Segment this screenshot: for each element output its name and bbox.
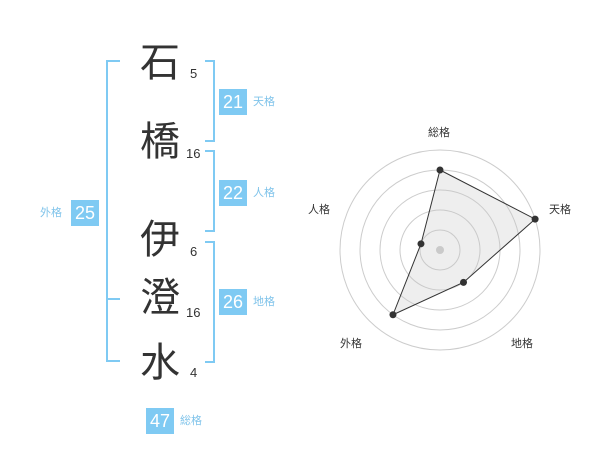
name-char-1: 石 bbox=[140, 40, 180, 86]
radar-label-soukaku: 総格 bbox=[428, 126, 450, 139]
radar-point-0 bbox=[436, 166, 444, 174]
tenkaku-label: 天格 bbox=[253, 95, 275, 108]
gaikaku-label: 外格 bbox=[40, 206, 62, 219]
radar-point-3 bbox=[389, 311, 397, 319]
name-char-3: 伊 bbox=[140, 217, 180, 263]
jinkaku-value: 22 bbox=[219, 180, 247, 206]
tenkaku-bracket bbox=[205, 60, 215, 142]
chikaku-label: 地格 bbox=[253, 295, 275, 308]
radar-grid-ring bbox=[399, 209, 481, 291]
jinkaku-label: 人格 bbox=[253, 186, 275, 199]
radar-label-gaikaku: 外格 bbox=[340, 337, 362, 350]
gaikaku-bracket-tick bbox=[106, 298, 120, 300]
stroke-count-4: 16 bbox=[186, 305, 201, 320]
jinkaku-bracket bbox=[205, 150, 215, 232]
stroke-count-3: 6 bbox=[190, 244, 198, 259]
stroke-count-1: 5 bbox=[190, 66, 198, 81]
stroke-count-5: 4 bbox=[190, 365, 198, 380]
radar-grid-ring bbox=[339, 149, 541, 351]
gaikaku-bracket bbox=[106, 60, 120, 362]
name-char-2: 橋 bbox=[140, 119, 180, 165]
stroke-count-2: 16 bbox=[186, 146, 201, 161]
name-char-5: 水 bbox=[140, 340, 180, 386]
radar-point-2 bbox=[460, 278, 468, 286]
chikaku-bracket bbox=[205, 241, 215, 363]
radar-center bbox=[436, 246, 444, 254]
radar-label-jinkaku: 人格 bbox=[308, 203, 330, 216]
name-char-4: 澄 bbox=[140, 275, 180, 321]
radar-point-4 bbox=[417, 240, 425, 248]
radar-point-1 bbox=[531, 215, 539, 223]
radar-label-chikaku: 地格 bbox=[511, 337, 533, 350]
radar-grid-ring bbox=[419, 229, 461, 271]
gaikaku-value: 25 bbox=[71, 200, 99, 226]
tenkaku-value: 21 bbox=[219, 89, 247, 115]
radar-label-tenkaku: 天格 bbox=[549, 203, 571, 216]
chikaku-value: 26 bbox=[219, 289, 247, 315]
soukaku-value: 47 bbox=[146, 408, 174, 434]
radar-series-area bbox=[392, 169, 536, 316]
soukaku-label: 総格 bbox=[180, 414, 202, 427]
